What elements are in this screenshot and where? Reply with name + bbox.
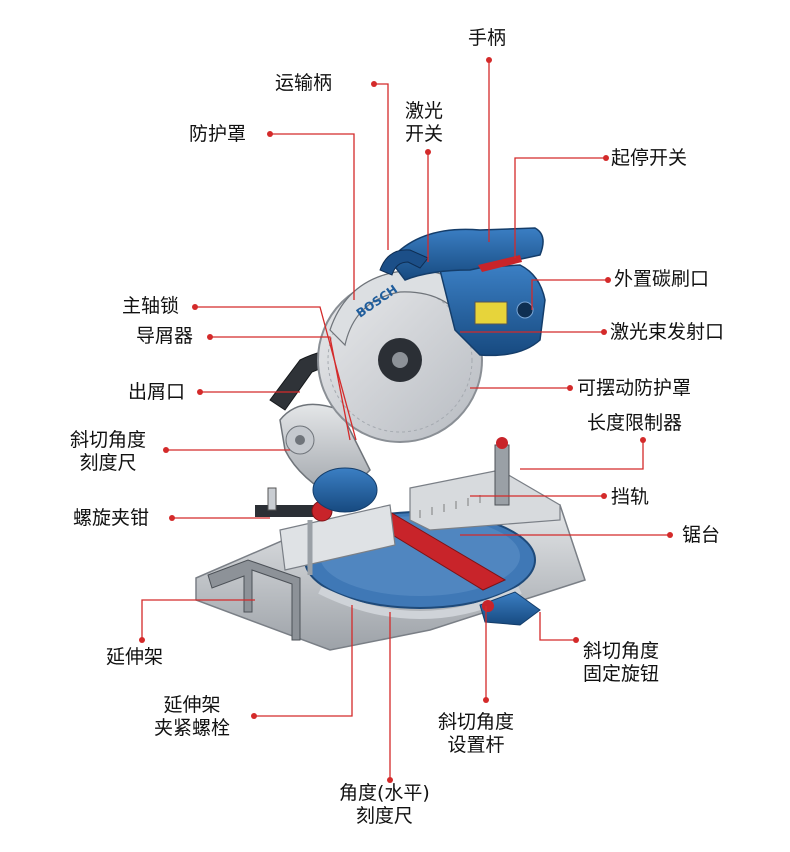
label-laser-switch: 激光 开关 (405, 100, 443, 146)
label-laser-switch-line2: 开关 (405, 123, 443, 146)
label-trigger: 起停开关 (611, 147, 687, 170)
label-handle: 手柄 (468, 27, 506, 50)
label-bevel-knob: 斜切角度 固定旋钮 (583, 640, 659, 686)
fence-plate (410, 470, 560, 530)
label-bevel-scale: 斜切角度 刻度尺 (70, 429, 146, 475)
leader-length-stop (520, 440, 643, 469)
label-brush-port: 外置碳刷口 (614, 268, 709, 291)
label-miter-lever-line2: 设置杆 (438, 734, 514, 757)
label-guard: 防护罩 (189, 123, 246, 146)
label-fence: 挡轨 (611, 486, 649, 509)
label-bevel-knob-line2: 固定旋钮 (583, 663, 659, 686)
label-bevel-scale-line2: 刻度尺 (70, 452, 146, 475)
label-extension: 延伸架 (106, 646, 163, 669)
leader-bevel-knob (540, 612, 576, 640)
label-miter-scale-line2: 刻度尺 (339, 805, 430, 828)
label-dust-outlet: 出屑口 (128, 381, 185, 404)
leader-carry-handle (374, 84, 388, 250)
label-laser-port: 激光束发射口 (610, 321, 724, 344)
label-miter-lever: 斜切角度 设置杆 (438, 711, 514, 757)
label-spindle-lock: 主轴锁 (122, 295, 179, 318)
label-miter-scale-line1: 角度(水平) (339, 782, 430, 805)
label-laser-switch-line1: 激光 (405, 100, 443, 123)
saw-illustration: BOSCH (196, 228, 585, 650)
label-movable-guard: 可摆动防护罩 (577, 377, 691, 400)
label-carry-handle: 运输柄 (275, 72, 332, 95)
bevel-hub (313, 468, 377, 512)
label-ext-bolt: 延伸架 夹紧螺栓 (154, 694, 230, 740)
label-bevel-scale-line1: 斜切角度 (70, 429, 146, 452)
label-ext-bolt-line1: 延伸架 (154, 694, 230, 717)
label-miter-scale: 角度(水平) 刻度尺 (339, 782, 430, 828)
label-bevel-knob-line1: 斜切角度 (583, 640, 659, 663)
label-saw-table: 锯台 (682, 524, 720, 547)
label-chip-guide: 导屑器 (136, 325, 193, 348)
label-miter-lever-line1: 斜切角度 (438, 711, 514, 734)
label-ext-bolt-line2: 夹紧螺栓 (154, 717, 230, 740)
leader-guard (270, 134, 354, 300)
label-length-stop: 长度限制器 (587, 412, 682, 435)
label-screw-clamp: 螺旋夹钳 (73, 507, 149, 530)
